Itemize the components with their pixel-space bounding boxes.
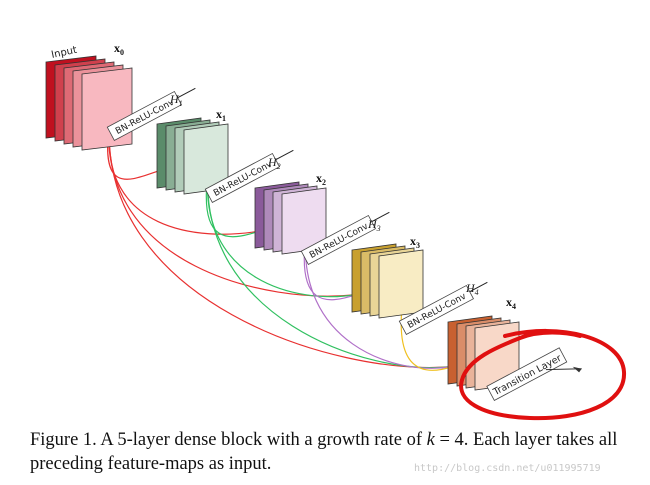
- layer-label-h1: H1: [169, 92, 183, 108]
- feature-map-layer: [81, 67, 133, 151]
- transition-arrowhead: [572, 366, 582, 373]
- figure-caption: Figure 1. A 5-layer dense block with a g…: [30, 428, 630, 476]
- feature-map-stack-x3: [351, 243, 424, 319]
- feature-label-x2: x2: [316, 171, 326, 187]
- connection-3-to-4: [400, 296, 453, 371]
- feature-label-x0: x0: [114, 41, 124, 57]
- caption-equals: = 4: [434, 430, 464, 450]
- caption-text-start: Figure 1. A 5-layer dense block with a g…: [30, 430, 427, 450]
- layer-label-h3: H3: [367, 217, 381, 233]
- op-arrow: [275, 149, 294, 161]
- op-box-frame: [204, 152, 280, 203]
- caption-k-symbol: k: [426, 430, 435, 450]
- caption-text-end: . Each layer takes all preceding feature…: [30, 430, 618, 474]
- feature-label-x1: x1: [216, 107, 226, 123]
- layer-label-h4: H4: [465, 281, 479, 297]
- connection-curves: [107, 123, 453, 371]
- input-label: Input: [50, 45, 78, 61]
- layer-label-h2: H2: [267, 155, 281, 171]
- feature-map-stack-x2: [254, 181, 327, 255]
- op-arrow: [177, 87, 196, 99]
- feature-map-stack-x0: [45, 55, 133, 151]
- connection-1-to-2: [205, 171, 260, 238]
- op-arrow: [469, 281, 488, 293]
- connection-2-to-4: [304, 232, 453, 369]
- feature-label-x3: x3: [410, 234, 420, 250]
- hand-drawn-circle-annotation: [459, 328, 627, 421]
- feature-map-stack-x1: [156, 117, 229, 195]
- connection-0-to-4: [108, 123, 453, 369]
- feature-map-layer: [378, 249, 424, 319]
- op-box-frame: [300, 214, 376, 265]
- feature-label-x4: x4: [506, 295, 516, 311]
- op-arrow: [371, 211, 390, 223]
- op-box-frame: [106, 90, 182, 141]
- feature-map-stacks: [45, 55, 520, 391]
- watermark-url: http://blog.csdn.net/u011995719: [414, 463, 601, 474]
- op-box-frame: [398, 284, 474, 335]
- transition-layer-frame: [486, 347, 568, 401]
